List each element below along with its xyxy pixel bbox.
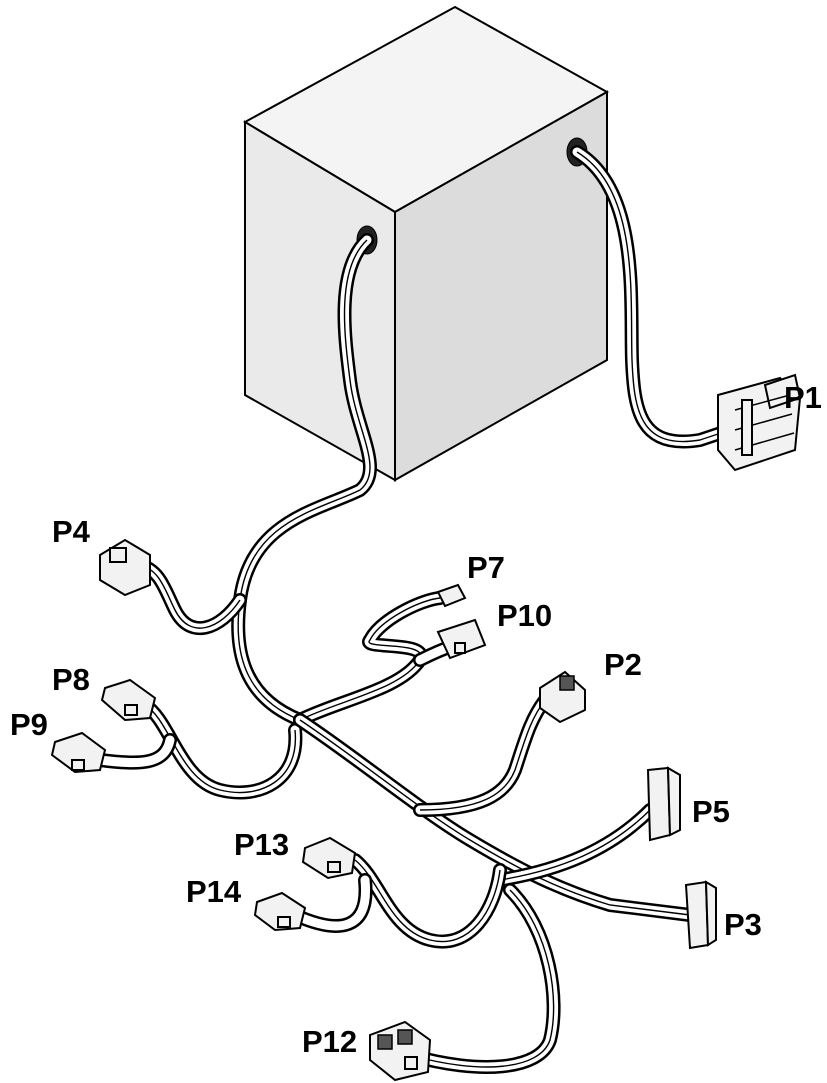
connector-labels: P1 P4 P7 P10 P2 P8 P9 P5 P13 P14 P3 P12 (10, 380, 822, 1059)
psu-right-face (394, 90, 608, 482)
cable-lower-trunk (293, 713, 697, 922)
label-p5: P5 (692, 794, 730, 829)
connectors (50, 373, 802, 1082)
cable-harness (93, 145, 767, 1074)
label-p4: P4 (52, 514, 91, 549)
cable-p8-p9 (93, 698, 303, 800)
connector-p2 (539, 670, 586, 724)
label-p10: P10 (497, 598, 552, 633)
cable-p5 (493, 803, 657, 887)
label-p13: P13 (234, 827, 289, 862)
cable-p2 (413, 693, 552, 817)
connector-p4 (99, 538, 151, 597)
connector-p9 (50, 731, 107, 774)
power-supply-unit (242, 5, 610, 482)
connector-p8 (100, 678, 157, 722)
connector-p13 (301, 836, 357, 880)
connector-p5 (646, 766, 681, 842)
connector-p3 (684, 880, 717, 950)
label-p2: P2 (604, 647, 642, 682)
connector-p10 (436, 618, 487, 660)
label-p8: P8 (52, 662, 90, 697)
cable-p7-p10 (293, 591, 462, 727)
cable-p1 (570, 145, 767, 449)
cable-p12-p13-p14 (288, 853, 561, 1074)
cable-p4 (133, 558, 247, 635)
connector-p14 (253, 891, 307, 932)
cable-main-trunk (231, 233, 377, 727)
label-p1: P1 (784, 380, 822, 415)
connector-p12 (369, 1020, 432, 1082)
label-p3: P3 (724, 907, 762, 942)
connector-p7 (436, 583, 467, 608)
connector-p1 (717, 373, 802, 472)
label-p14: P14 (186, 874, 242, 909)
label-p12: P12 (302, 1024, 357, 1059)
label-p9: P9 (10, 707, 48, 742)
label-p7: P7 (467, 550, 505, 585)
